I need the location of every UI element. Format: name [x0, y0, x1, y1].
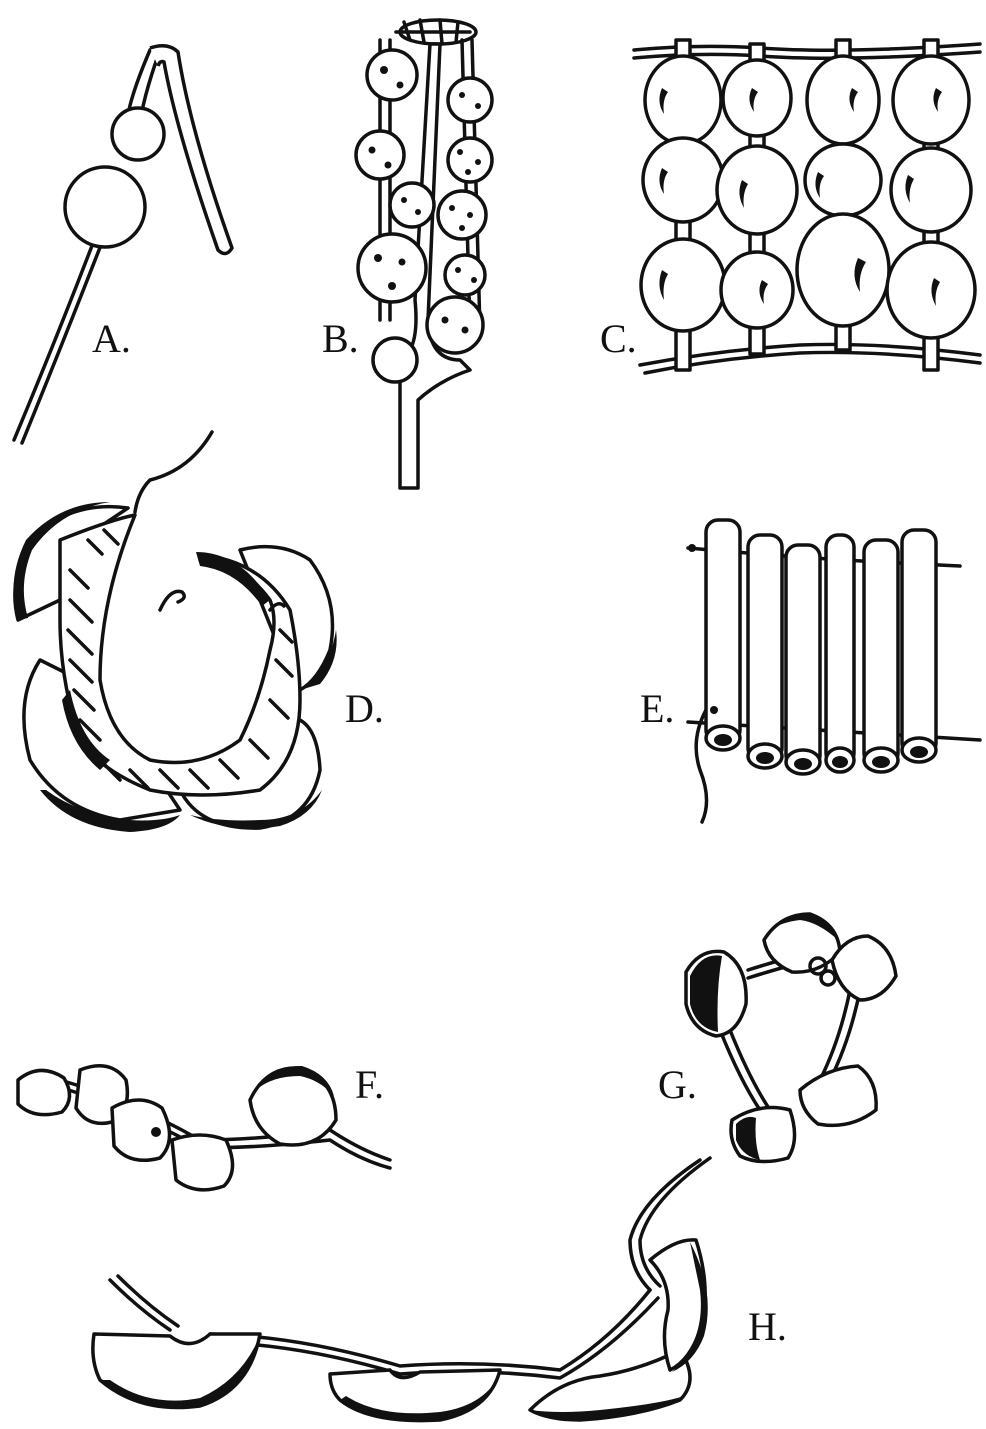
- label-e: E.: [640, 686, 674, 731]
- figure-e: E.: [640, 520, 980, 822]
- label-b: B.: [322, 316, 359, 361]
- label-d: D.: [345, 686, 384, 731]
- figure-b: B.: [322, 20, 492, 488]
- figure-g: G.: [658, 914, 896, 1162]
- figure-c: C.: [600, 40, 980, 373]
- figure-h: H.: [93, 1158, 787, 1421]
- label-h: H.: [748, 1304, 787, 1349]
- label-c: C.: [600, 316, 637, 361]
- label-a: A.: [92, 316, 131, 361]
- label-g: G.: [658, 1062, 697, 1107]
- figure-d: D.: [14, 432, 384, 832]
- figure-a: A.: [14, 46, 232, 443]
- label-f: F.: [355, 1062, 384, 1107]
- figure-f: F.: [18, 1062, 390, 1190]
